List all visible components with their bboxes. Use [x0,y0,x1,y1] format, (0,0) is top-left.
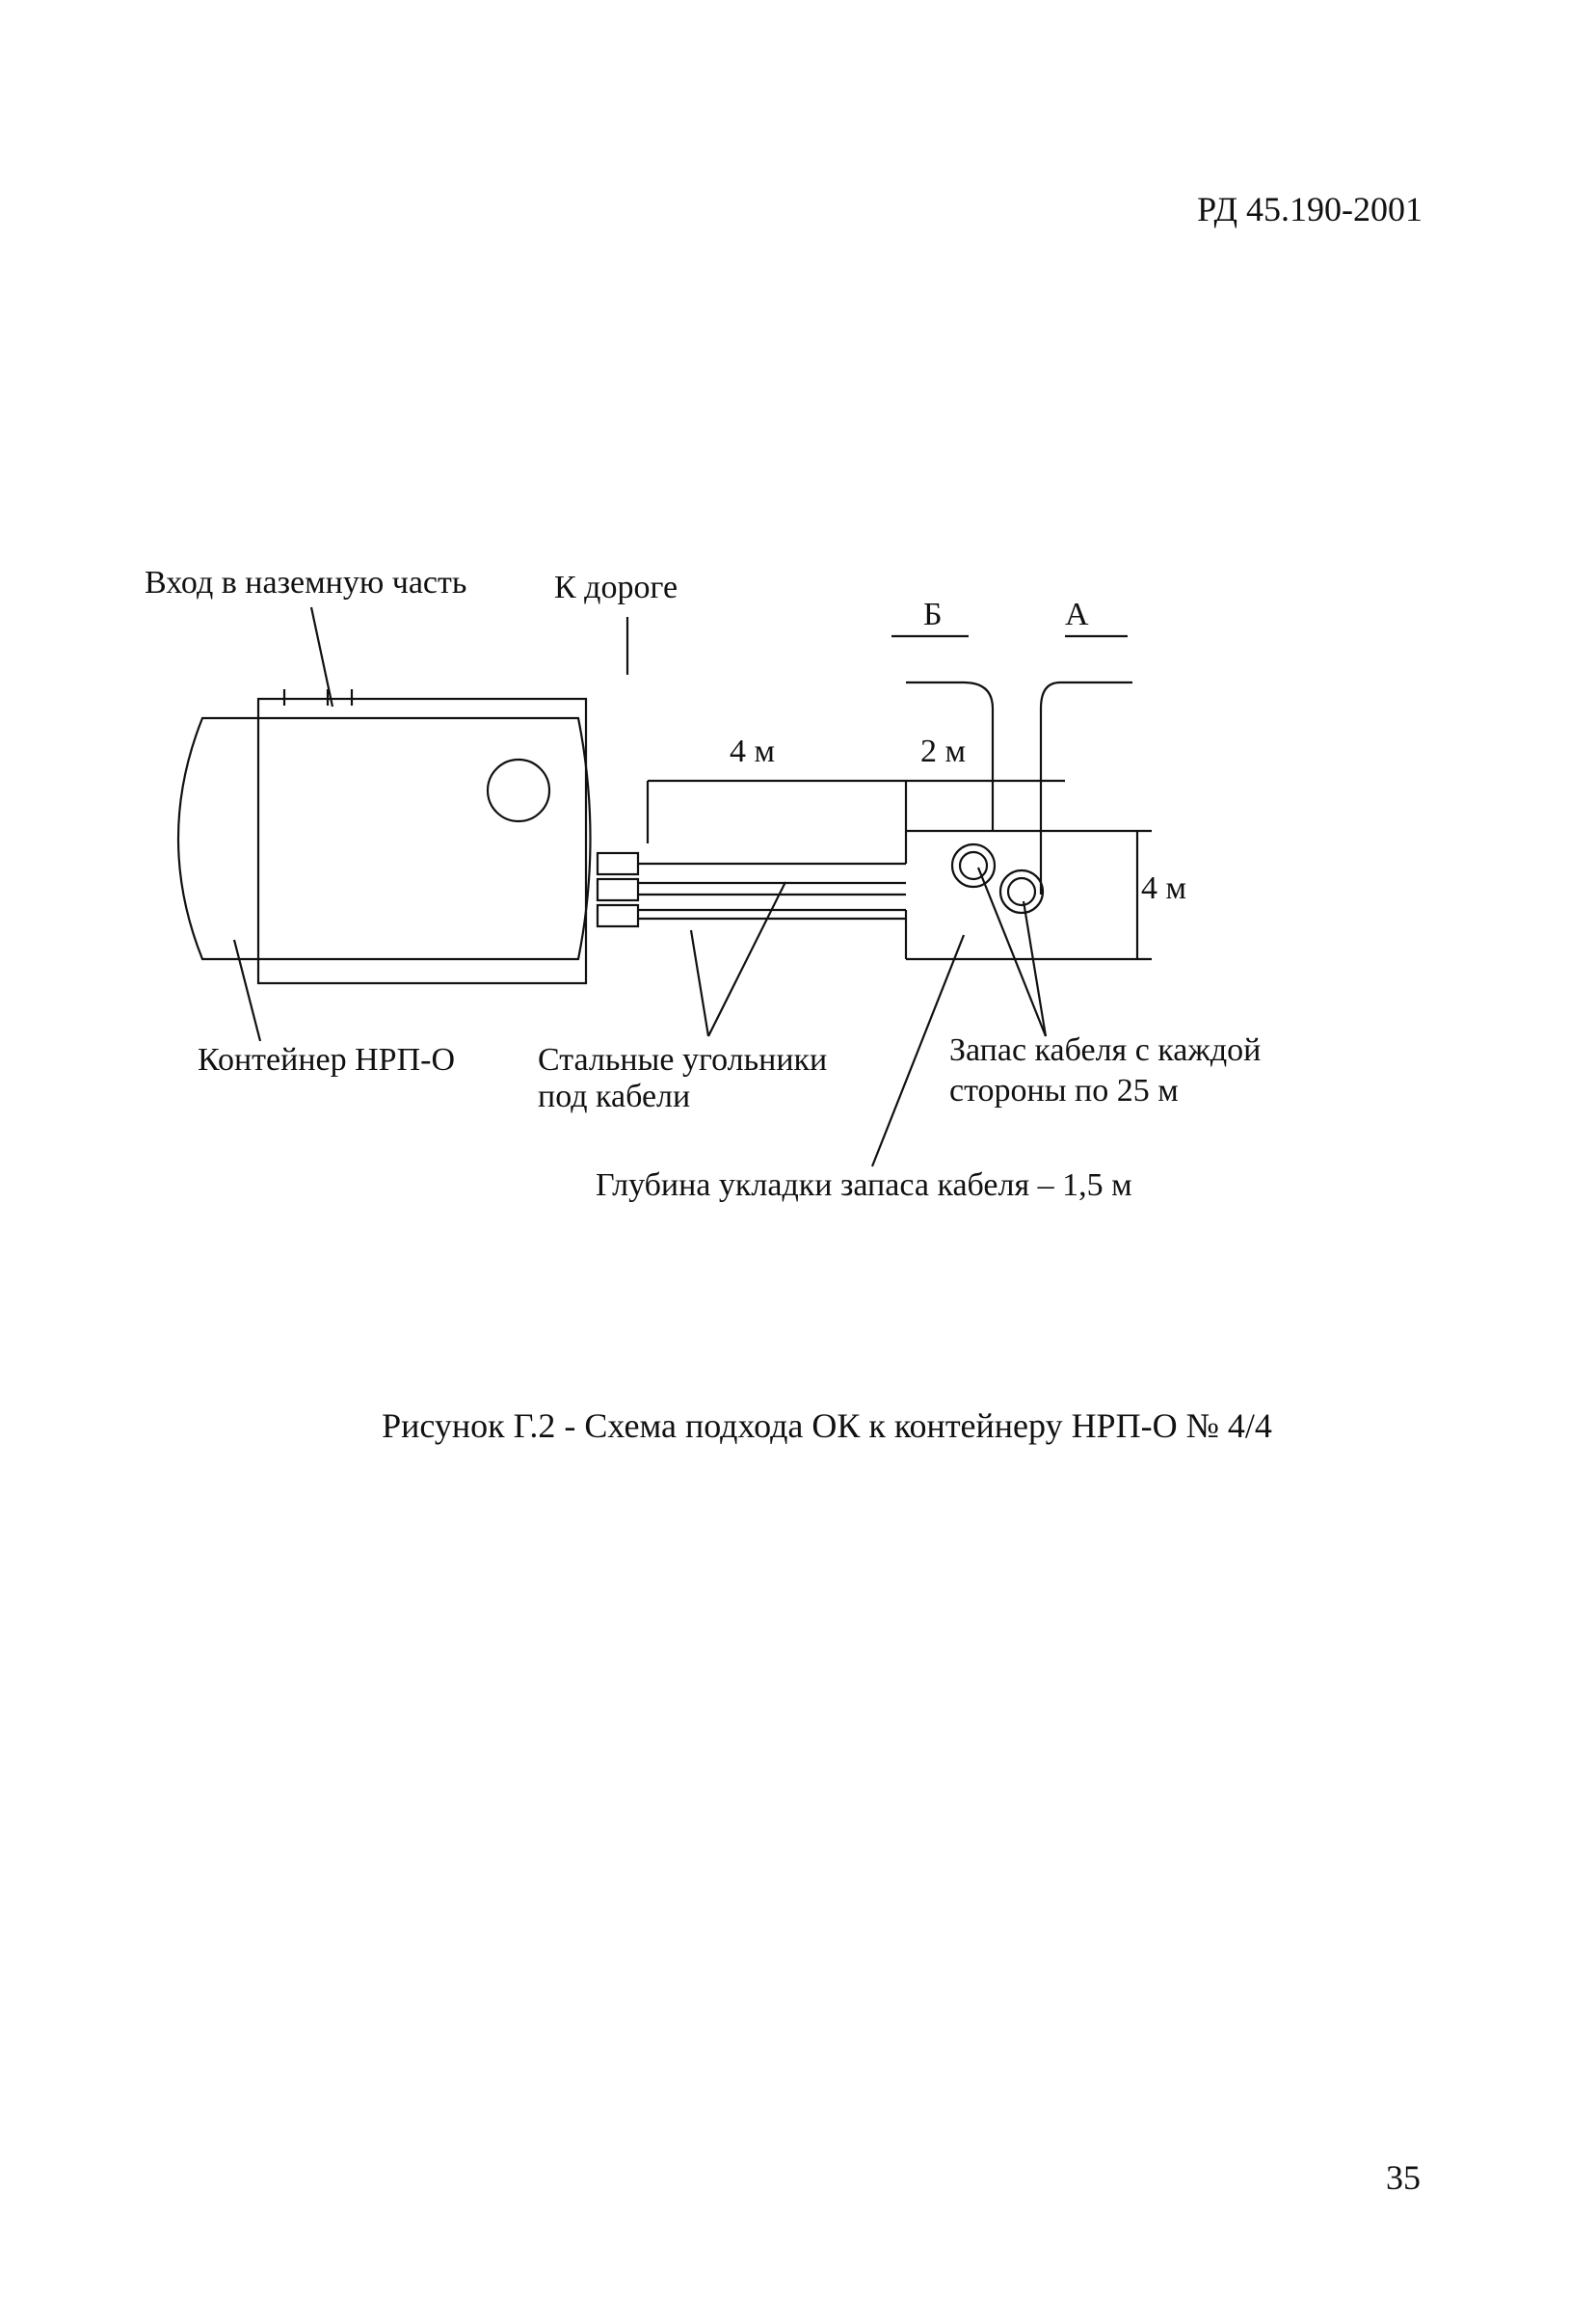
dimension-4m-top: 4 м [730,734,775,769]
cable-reserve-coil-2 [998,869,1045,915]
label-b: Б [923,597,943,632]
leader-steel-1 [689,929,710,1037]
leader-reserve-2 [1022,900,1048,1037]
label-a: А [1065,597,1089,632]
label-cable-reserve-line2: стороны по 25 м [949,1073,1179,1109]
label-steel-angles-line1: Стальные угольники [538,1042,827,1078]
steel-angles [596,851,906,928]
label-entrance: Вход в наземную часть [145,565,466,601]
dimension-2m: 2 м [920,734,966,769]
figure-caption: Рисунок Г.2 - Схема подхода ОК к контейн… [382,1406,1272,1445]
label-steel-angles-line2: под кабели [538,1079,690,1114]
container-hatch [486,758,551,823]
leader-reserve-1 [976,867,1048,1037]
label-container: Контейнер НРП-О [198,1042,455,1078]
leader-entrance [309,606,334,708]
cable-pit-outline [646,779,1152,961]
cable-reserve-coil-1 [950,842,997,889]
container-above-ground-part [256,697,588,985]
page-number: 35 [1386,2158,1421,2197]
label-road: К дороге [554,570,678,605]
leader-steel-2 [707,881,786,1037]
road-edge-right [1039,681,1132,895]
dimension-4m-side: 4 м [1141,870,1186,906]
leader-container [232,939,262,1042]
road-edge-left [906,681,995,831]
document-code: РД 45.190-2001 [1197,190,1423,228]
label-cable-reserve-line1: Запас кабеля с каждой [949,1032,1261,1068]
leader-depth [870,934,966,1167]
container-outline [176,716,592,961]
label-laying-depth: Глубина укладки запаса кабеля – 1,5 м [596,1167,1132,1203]
